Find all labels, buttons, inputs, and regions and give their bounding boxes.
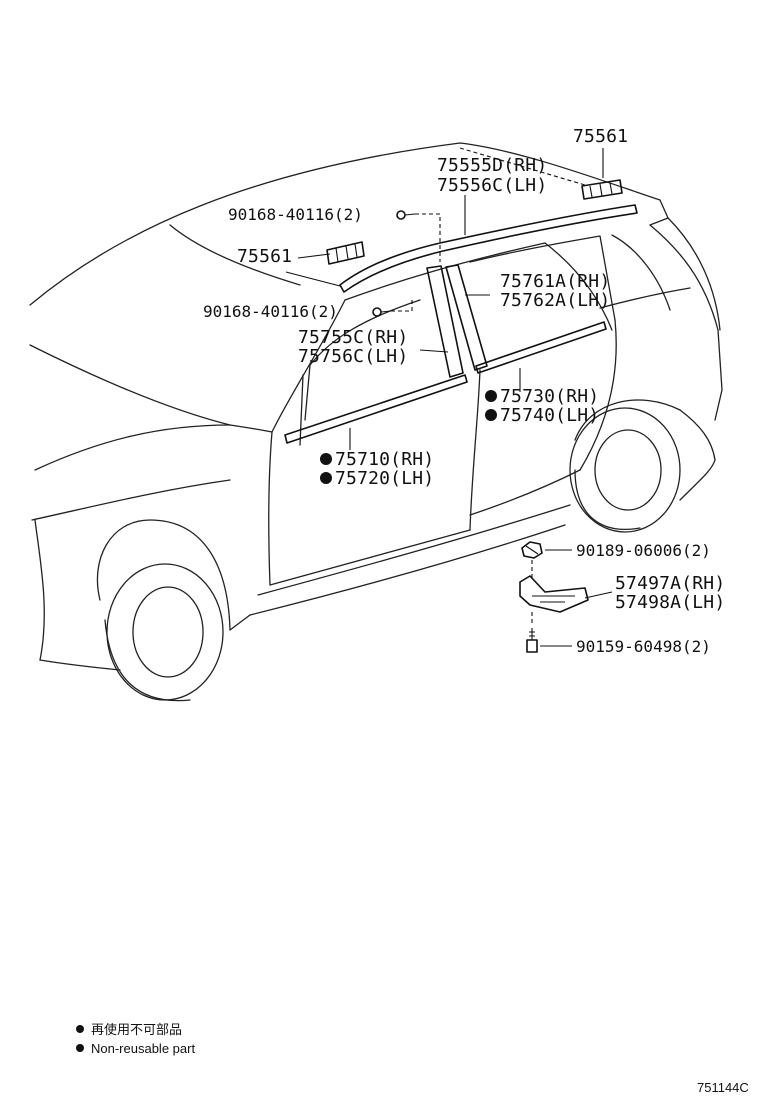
legend-dot-icon [76, 1044, 84, 1052]
figure-code: 751144C [697, 1080, 749, 1095]
roof-drip-molding [339, 204, 638, 293]
callout-roof-molding-lh: 75556C(LH) [437, 175, 547, 196]
non-reusable-dot-icon [485, 409, 497, 421]
legend: 再使用不可部品 Non-reusable part [76, 1022, 195, 1056]
callout-bolt: 90159-60498(2) [576, 637, 711, 656]
callout-front-pillar-rh: 75755C(RH) [298, 327, 408, 348]
non-reusable-dot-icon [320, 472, 332, 484]
callout-rear-pillar-rh: 75761A(RH) [500, 271, 610, 292]
callout-front-pillar-lh: 75756C(LH) [298, 346, 408, 367]
callout-rear-belt-lh: 75740(LH) [500, 405, 599, 426]
callout-front-belt-rh: 75710(RH) [335, 449, 434, 470]
callout-mudguard-rh: 57497A(RH) [615, 573, 725, 594]
legend-en: Non-reusable part [91, 1041, 195, 1056]
callout-mudguard-lh: 57498A(LH) [615, 592, 725, 613]
callout-nut: 90189-06006(2) [576, 541, 711, 560]
roof-clip-front [326, 241, 365, 265]
non-reusable-dot-icon [485, 390, 497, 402]
rear-pillar-garnish [445, 264, 488, 371]
rear-belt-molding [475, 321, 607, 374]
front-pillar-garnish [426, 265, 464, 378]
callout-roof-clip-front: 75561 [237, 246, 292, 267]
screw-upper-icon [396, 210, 416, 220]
bolt-icon [526, 628, 538, 653]
non-reusable-dot-icon [320, 453, 332, 465]
callout-screw-upper: 90168-40116(2) [228, 205, 363, 224]
callout-roof-molding-rh: 75555D(RH) [437, 155, 547, 176]
mudguard-icon [519, 575, 589, 613]
callout-roof-clip-rear: 75561 [573, 126, 628, 147]
front-belt-molding [284, 374, 468, 444]
nut-icon [521, 541, 543, 559]
callout-rear-pillar-lh: 75762A(LH) [500, 290, 610, 311]
roof-clip-rear [581, 179, 623, 200]
legend-dot-icon [76, 1025, 84, 1033]
callout-front-belt-lh: 75720(LH) [335, 468, 434, 489]
vehicle-outline [29, 142, 723, 702]
legend-jp: 再使用不可部品 [91, 1022, 182, 1037]
leader-lines [285, 147, 613, 647]
callout-rear-belt-rh: 75730(RH) [500, 386, 599, 407]
screw-lower-icon [372, 307, 392, 317]
callout-screw-lower: 90168-40116(2) [203, 302, 338, 321]
